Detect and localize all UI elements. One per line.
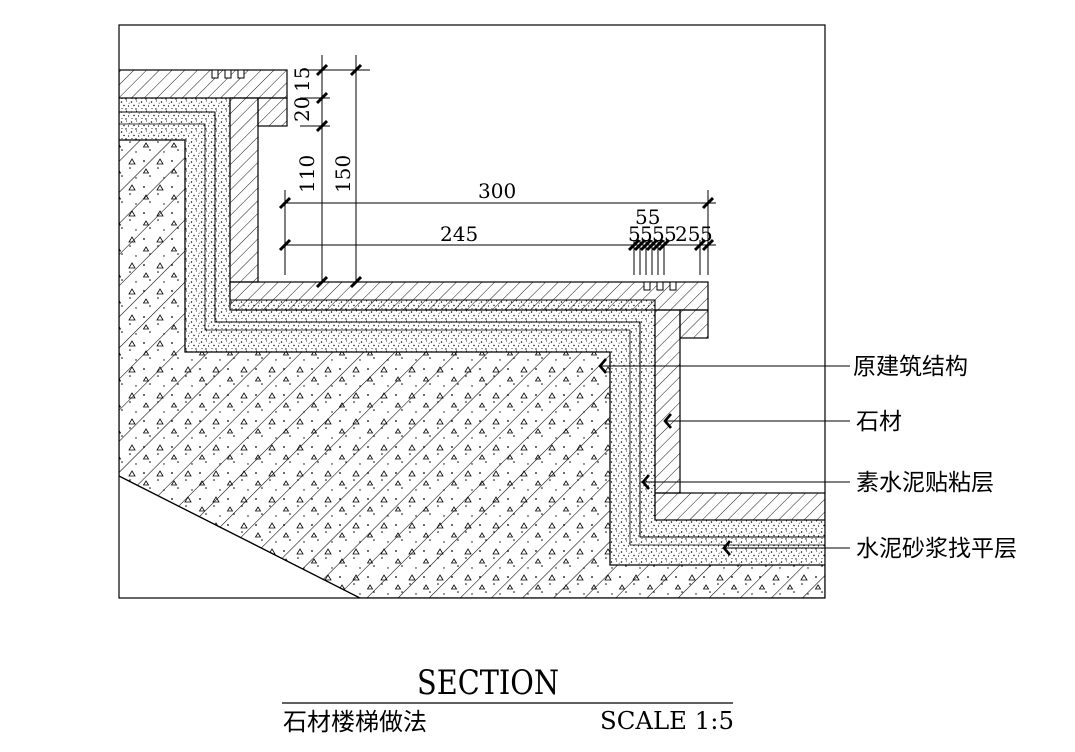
dim-5e: 5 [700, 222, 713, 246]
dim-5c: 5 [652, 222, 665, 246]
cement-bonding-layer [119, 111, 825, 538]
lower-riser-stone [654, 309, 681, 494]
label-original-structure: 原建筑结构 [853, 354, 968, 380]
dim-20: 20 [290, 97, 314, 122]
main-tread-stone [229, 281, 709, 311]
dim-25: 25 [675, 222, 700, 246]
drawing-subtitle: 石材楼梯做法 [283, 708, 427, 736]
dim-15: 15 [290, 67, 314, 92]
section-body [119, 69, 825, 598]
dim-110: 110 [295, 155, 319, 193]
dim-55: 55 [635, 205, 660, 229]
dim-5a: 5 [628, 222, 641, 246]
section-title: SECTION [417, 663, 559, 703]
upper-riser-stone [229, 97, 259, 283]
leader-lines [598, 358, 850, 556]
label-cement-bond: 素水泥贴粘层 [856, 470, 994, 496]
dim-300: 300 [478, 179, 516, 203]
dim-5d: 5 [664, 222, 677, 246]
dim-5b: 5 [640, 222, 653, 246]
label-stone: 石材 [856, 409, 902, 435]
dim-245: 245 [440, 222, 478, 246]
lower-tread-stone [654, 492, 825, 521]
dim-150: 150 [331, 155, 355, 193]
label-mortar-levelling: 水泥砂浆找平层 [856, 536, 1017, 562]
drawing-scale: SCALE 1:5 [600, 707, 734, 735]
upper-tread-stone [119, 69, 288, 99]
dimension-ticks [278, 63, 715, 289]
